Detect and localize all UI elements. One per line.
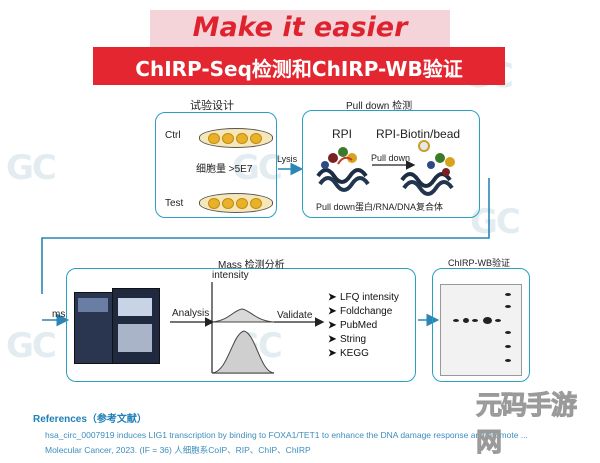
blot-band <box>495 319 501 322</box>
blot-band <box>505 359 511 362</box>
cell-count-label: 细胞量 >5E7 <box>196 164 253 175</box>
blot-band <box>463 318 469 323</box>
title-banner: ChIRP-Seq检测和ChIRP-WB验证 <box>93 47 505 85</box>
method-item: ➤KEGG <box>328 348 369 359</box>
tall-peak <box>211 330 275 374</box>
chromatin-illustration-left <box>316 147 370 192</box>
ctrl-label: Ctrl <box>165 130 181 141</box>
mass-spectrometer-icon <box>74 284 160 370</box>
blot-band <box>483 317 492 324</box>
method-item: ➤String <box>328 334 367 345</box>
pulldown-arrow-label: Pull down <box>371 153 411 163</box>
chromatin-illustration-right <box>400 140 455 196</box>
blot-band <box>472 319 478 322</box>
method-item: ➤Foldchange <box>328 306 393 317</box>
western-blot-image <box>440 284 522 376</box>
page-title: ChIRP-Seq检测和ChIRP-WB验证 <box>135 57 463 81</box>
ms-label: ms <box>52 309 66 320</box>
corner-watermark: 元码手游网 <box>476 391 578 459</box>
analysis-label: Analysis <box>172 308 210 319</box>
intensity-label: intensity <box>212 270 249 281</box>
ctrl-dish-icon <box>199 128 273 148</box>
watermark-logo: GC <box>6 326 57 366</box>
design-panel <box>155 112 277 218</box>
wb-panel-title: ChIRP-WB验证 <box>448 258 511 268</box>
watermark-logo: GC <box>6 148 57 188</box>
wb-panel <box>432 268 530 382</box>
test-dish-icon <box>199 193 273 213</box>
design-panel-title: 试验设计 <box>190 100 234 112</box>
small-peak <box>211 308 275 323</box>
tagline: Make it easier <box>192 12 408 43</box>
flow-line <box>41 178 490 294</box>
tagline-banner: Make it easier <box>150 10 450 50</box>
mass-panel-title: Mass 检测分析 <box>218 260 285 271</box>
pulldown-panel-title: Pull down 检测 <box>346 101 413 112</box>
method-item: ➤LFQ intensity <box>328 292 399 303</box>
blot-band <box>453 319 459 322</box>
references-title: References（参考文献） <box>33 414 147 425</box>
blot-band <box>505 331 511 334</box>
validate-label: Validate <box>277 310 313 321</box>
watermark-logo: GC <box>232 148 283 188</box>
method-item: ➤PubMed <box>328 320 378 331</box>
blot-band <box>505 293 511 296</box>
reference-line: Molecular Cancer, 2023. (IF = 36) 人细胞系Co… <box>45 445 311 455</box>
blot-band <box>505 345 511 348</box>
pulldown-panel <box>302 110 480 218</box>
blot-band <box>505 305 511 308</box>
pulldown-caption: Pull down蛋白/RNA/DNA复合体 <box>316 202 444 212</box>
test-label: Test <box>165 198 184 209</box>
rpi-label: RPI <box>332 127 353 141</box>
reference-line: hsa_circ_0007919 induces LIG1 transcript… <box>45 430 528 440</box>
lysis-label: Lysis <box>277 154 298 164</box>
mass-panel <box>66 268 416 382</box>
rpi-biotin-label: RPI-Biotin/bead <box>376 127 461 141</box>
